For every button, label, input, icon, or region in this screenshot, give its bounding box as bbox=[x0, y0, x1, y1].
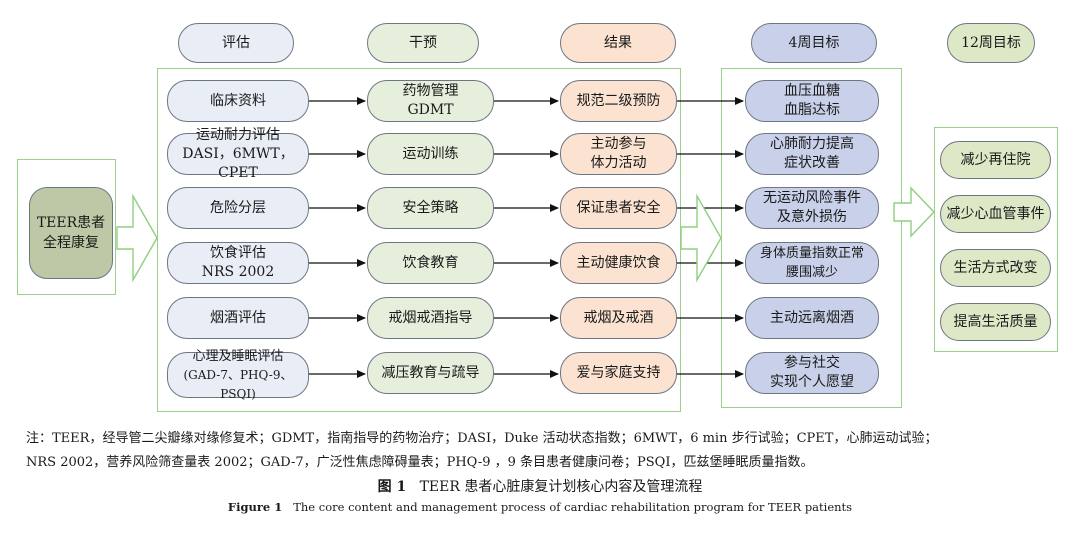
box-text: 危险分层 bbox=[210, 199, 266, 216]
assessment-box: 危险分层 bbox=[167, 187, 309, 229]
box-text: 心理及睡眠评估 bbox=[192, 348, 284, 364]
box-text: 饮食教育 bbox=[402, 254, 459, 271]
header-result: 结果 bbox=[560, 23, 676, 63]
figure-caption-cn: 图 1 TEER 患者心脏康复计划核心内容及管理流程 bbox=[0, 476, 1080, 496]
box-text: 及意外损伤 bbox=[777, 209, 847, 225]
result-box: 爱与家庭支持 bbox=[560, 352, 677, 394]
12-week-goal-box: 提高生活质量 bbox=[940, 303, 1051, 341]
intervention-box: 减压教育与疏导 bbox=[367, 352, 494, 394]
4-week-goal-box: 主动远离烟酒 bbox=[745, 297, 879, 339]
box-text: 戒烟及戒酒 bbox=[583, 309, 654, 326]
box-text: NRS 2002 bbox=[201, 264, 275, 280]
header-4-week-goal: 4周目标 bbox=[751, 23, 877, 63]
box-text: 安全策略 bbox=[402, 199, 459, 216]
intervention-box: 药物管理 GDMT bbox=[367, 80, 494, 122]
assessment-box: 烟酒评估 bbox=[167, 297, 309, 339]
box-text: GDMT bbox=[407, 102, 454, 118]
assessment-box: 临床资料 bbox=[167, 80, 309, 122]
box-text: 主动远离烟酒 bbox=[770, 309, 854, 326]
4-week-goal-box: 身体质量指数正常腰围减少 bbox=[745, 242, 879, 284]
figure-title-en: The core content and management process … bbox=[293, 500, 853, 514]
header-assessment: 评估 bbox=[178, 23, 294, 63]
box-text: 运动训练 bbox=[402, 145, 459, 162]
figure-label-en: Figure 1 bbox=[227, 500, 283, 514]
4-week-goal-box: 心肺耐力提高症状改善 bbox=[745, 133, 879, 175]
box-text: 参与社交 bbox=[784, 355, 840, 371]
12-week-goals-panel bbox=[934, 127, 1058, 352]
start-line-2: 全程康复 bbox=[42, 235, 99, 251]
12-week-goal-box: 生活方式改变 bbox=[940, 249, 1051, 287]
teer-patient-rehab-box: TEER患者全程康复 bbox=[29, 187, 113, 279]
4-week-goal-box: 无运动风险事件及意外损伤 bbox=[745, 187, 879, 229]
assessment-box: 心理及睡眠评估 (GAD-7、PHQ-9、PSQI) bbox=[167, 348, 309, 401]
box-text: 主动健康饮食 bbox=[576, 254, 661, 271]
result-box: 戒烟及戒酒 bbox=[560, 297, 677, 339]
result-box: 规范二级预防 bbox=[560, 80, 677, 122]
header-intervention: 干预 bbox=[367, 23, 479, 63]
box-text: 规范二级预防 bbox=[576, 92, 661, 109]
intervention-box: 戒烟戒酒指导 bbox=[367, 297, 494, 339]
figure-note-line-2: NRS 2002，营养风险筛查量表 2002；GAD-7，广泛性焦虑障碍量表；P… bbox=[26, 455, 814, 470]
box-text: 症状改善 bbox=[784, 155, 840, 171]
intervention-box: 饮食教育 bbox=[367, 242, 494, 284]
box-text: 临床资料 bbox=[210, 92, 266, 109]
box-text: 血脂达标 bbox=[784, 102, 840, 118]
box-text: 减压教育与疏导 bbox=[381, 364, 480, 381]
intervention-box: 运动训练 bbox=[367, 133, 494, 175]
box-text: (GAD-7、PHQ-9、PSQI) bbox=[183, 367, 293, 401]
start-line-1: TEER患者 bbox=[36, 215, 106, 231]
figure-note-line-1: 注：TEER，经导管二尖瓣缘对缘修复术；GDMT，指南指导的药物治疗；DASI，… bbox=[26, 431, 938, 446]
4-week-goal-box: 血压血糖血脂达标 bbox=[745, 80, 879, 122]
result-box: 保证患者安全 bbox=[560, 187, 677, 229]
header-12-week-goal: 12周目标 bbox=[947, 23, 1035, 63]
assessment-box: 运动耐力评估 DASI，6MWT，CPET bbox=[167, 127, 309, 181]
box-text: 心肺耐力提高 bbox=[770, 136, 854, 152]
12-week-goal-box: 减少再住院 bbox=[940, 141, 1051, 179]
box-text: 保证患者安全 bbox=[576, 199, 661, 216]
box-text: 腰围减少 bbox=[785, 265, 838, 280]
figure-caption-en: Figure 1 The core content and management… bbox=[0, 500, 1080, 514]
box-text: 实现个人愿望 bbox=[770, 374, 854, 390]
box-text: DASI，6MWT，CPET bbox=[182, 145, 294, 181]
figure-title-cn: TEER 患者心脏康复计划核心内容及管理流程 bbox=[419, 479, 703, 495]
4-week-goal-box: 参与社交实现个人愿望 bbox=[745, 352, 879, 394]
block-arrow bbox=[680, 193, 722, 283]
box-text: 爱与家庭支持 bbox=[576, 364, 661, 381]
box-text: 体力活动 bbox=[590, 155, 647, 171]
box-text: 运动耐力评估 bbox=[196, 126, 280, 143]
box-text: 饮食评估 bbox=[210, 245, 266, 261]
block-arrow bbox=[116, 193, 158, 283]
row-arrows bbox=[309, 97, 744, 378]
result-box: 主动参与体力活动 bbox=[560, 133, 677, 175]
block-arrows bbox=[116, 186, 935, 283]
intervention-box: 安全策略 bbox=[367, 187, 494, 229]
box-text: 身体质量指数正常 bbox=[759, 246, 864, 261]
12-week-goal-box: 减少心血管事件 bbox=[940, 195, 1051, 233]
box-text: 血压血糖 bbox=[784, 83, 840, 99]
box-text: 烟酒评估 bbox=[210, 309, 266, 326]
figure-label-cn: 图 1 bbox=[377, 479, 407, 495]
block-arrow bbox=[893, 186, 935, 238]
box-text: 戒烟戒酒指导 bbox=[388, 309, 473, 326]
assessment-box: 饮食评估 NRS 2002 bbox=[167, 242, 309, 284]
box-text: 主动参与 bbox=[590, 136, 647, 152]
start-panel bbox=[17, 159, 116, 295]
result-box: 主动健康饮食 bbox=[560, 242, 677, 284]
box-text: 药物管理 bbox=[402, 83, 459, 99]
box-text: 无运动风险事件 bbox=[763, 190, 861, 206]
